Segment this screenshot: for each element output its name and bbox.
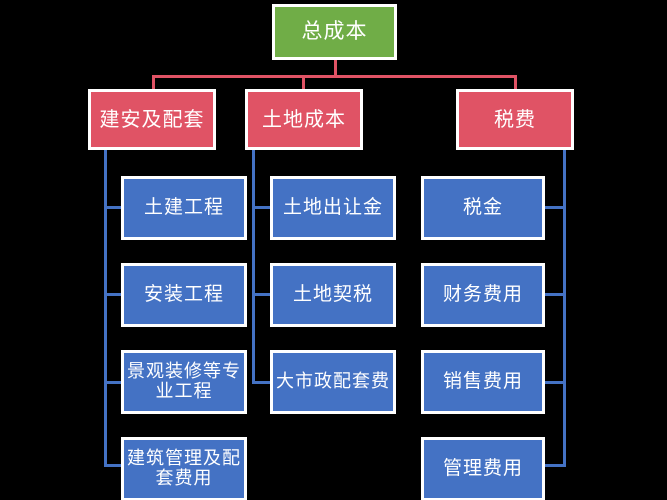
connector-branch-1-child-2 <box>104 293 123 296</box>
connector-branch-2-child-3 <box>252 381 272 384</box>
node-leaf-civil-engineering[interactable]: 土建工程 <box>121 176 247 240</box>
connector-root-to-branch-2 <box>302 75 305 91</box>
connector-branch-3-child-3 <box>544 381 566 384</box>
node-leaf-landscape-decoration-engineering[interactable]: 景观装修等专业工程 <box>121 350 247 414</box>
connector-branch-3-spine <box>563 149 566 467</box>
connector-branch-2-spine <box>252 149 255 384</box>
connector-branch-1-child-1 <box>104 206 123 209</box>
node-leaf-municipal-supporting-fee[interactable]: 大市政配套费 <box>270 350 396 414</box>
connector-branch-3-child-1 <box>544 206 566 209</box>
connector-root-stem <box>334 59 337 76</box>
node-leaf-sales-expenses[interactable]: 销售费用 <box>421 350 545 414</box>
node-leaf-management-expenses[interactable]: 管理费用 <box>421 437 545 500</box>
connector-branch-3-child-4 <box>544 464 566 467</box>
node-branch-taxes-fees[interactable]: 税费 <box>456 89 574 150</box>
node-root-total-cost[interactable]: 总成本 <box>272 4 397 60</box>
node-branch-construction-installation[interactable]: 建安及配套 <box>88 89 216 150</box>
node-leaf-tax[interactable]: 税金 <box>421 176 545 240</box>
connector-branch-1-spine <box>104 149 107 467</box>
connector-branch-3-child-2 <box>544 293 566 296</box>
connector-branch-1-child-4 <box>104 464 123 467</box>
node-leaf-financial-expenses[interactable]: 财务费用 <box>421 263 545 327</box>
node-leaf-land-transfer-fee[interactable]: 土地出让金 <box>270 176 396 240</box>
connector-branch-1-child-3 <box>104 381 123 384</box>
node-branch-land-cost[interactable]: 土地成本 <box>245 89 363 150</box>
connector-root-to-branch-3 <box>514 75 517 91</box>
connector-branch-2-child-1 <box>252 206 272 209</box>
node-leaf-land-deed-tax[interactable]: 土地契税 <box>270 263 396 327</box>
connector-root-to-branch-1 <box>152 75 155 91</box>
connector-root-bus <box>152 75 517 78</box>
node-leaf-construction-management-fees[interactable]: 建筑管理及配套费用 <box>121 437 247 500</box>
connector-branch-2-child-2 <box>252 293 272 296</box>
node-leaf-installation-engineering[interactable]: 安装工程 <box>121 263 247 327</box>
